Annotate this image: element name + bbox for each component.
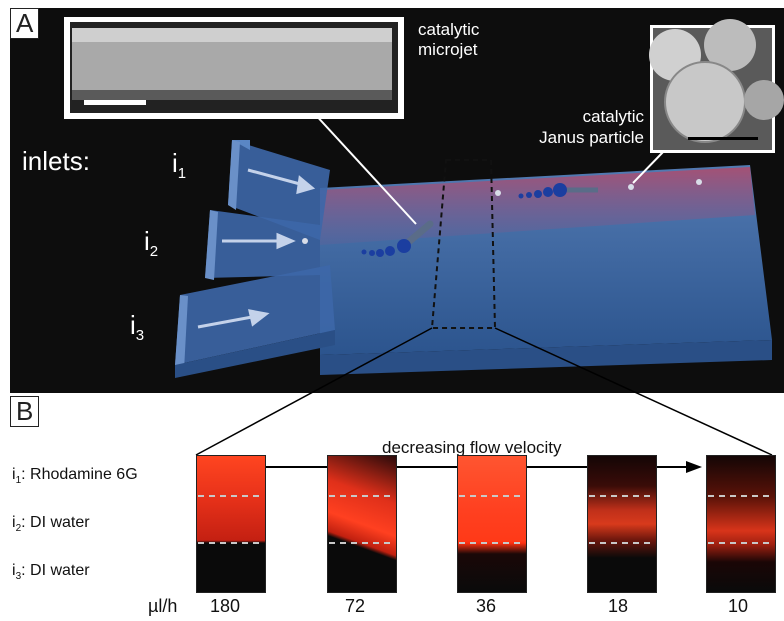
microjet-in-channel	[361, 220, 434, 257]
janus-sem-inset	[649, 19, 784, 153]
strip-10	[706, 455, 776, 593]
inlet-3-label: i3	[130, 310, 145, 345]
strip-36	[457, 455, 527, 593]
unit-label: µl/h	[148, 596, 178, 616]
row-label-1: i1: Rhodamine 6G	[12, 466, 138, 487]
strip-180	[196, 455, 266, 593]
main-channel-side	[320, 340, 772, 375]
flow-rate-180: 180	[210, 596, 241, 616]
inlets-title: inlets:	[22, 146, 90, 176]
microjet-caption: catalytic microjet	[418, 20, 480, 59]
inlet-2-channel	[205, 210, 320, 278]
microjet-sem-inset	[64, 17, 404, 119]
panel-b-label: B	[10, 396, 40, 427]
strip-72	[327, 455, 397, 593]
flow-arrows	[197, 168, 316, 329]
row-label-2: i2: DI water	[12, 514, 90, 535]
flow-rate-10: 10	[728, 596, 749, 616]
strip-18	[587, 455, 657, 593]
panel-a-label: A	[10, 8, 40, 39]
bubble-trail	[518, 183, 598, 199]
flow-rate-36: 36	[476, 596, 497, 616]
flow-rate-72: 72	[345, 596, 366, 616]
row-label-3: i3: DI water	[12, 562, 90, 583]
inlet-1-channel	[228, 140, 330, 240]
janus-caption: catalytic Janus particle	[539, 107, 644, 147]
inlet-2-label: i2	[144, 226, 159, 261]
flow-arrow-label: decreasing flow velocity	[382, 438, 562, 457]
dashed-region	[430, 159, 497, 329]
flow-rate-18: 18	[608, 596, 629, 616]
janus-particles	[302, 179, 702, 244]
inlet-1-label: i1	[172, 148, 187, 183]
